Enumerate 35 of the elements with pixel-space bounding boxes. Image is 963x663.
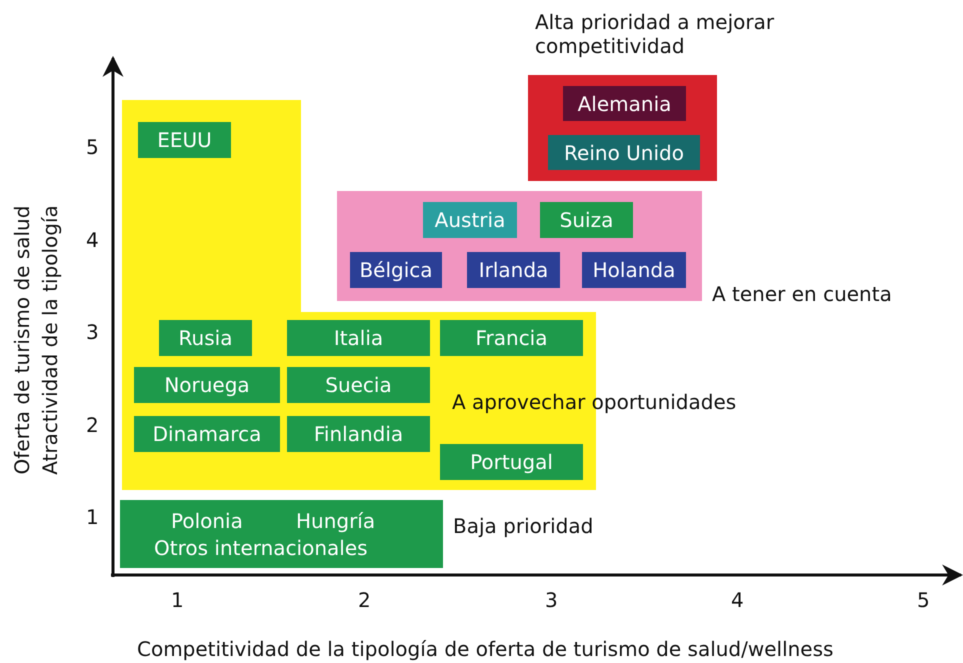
tick-label: 5 bbox=[86, 135, 99, 159]
country-label: Reino Unido bbox=[548, 135, 700, 170]
country-label: Bélgica bbox=[350, 252, 442, 288]
tick-label: 2 bbox=[86, 413, 99, 437]
country-name: Otros internacionales bbox=[154, 538, 368, 558]
tick-label: 2 bbox=[358, 588, 371, 612]
country-label: Austria bbox=[423, 202, 517, 238]
country-label: Italia bbox=[287, 320, 430, 356]
tick-label: 1 bbox=[171, 588, 184, 612]
tick-label: 4 bbox=[731, 588, 744, 612]
tick-label: 4 bbox=[86, 228, 99, 252]
country-label: Dinamarca bbox=[134, 416, 280, 452]
tick-label: 3 bbox=[86, 320, 99, 344]
country-label: EEUU bbox=[138, 122, 231, 158]
country-label: Finlandia bbox=[287, 416, 430, 452]
axis-title: Oferta de turismo de salud bbox=[10, 206, 34, 474]
country-label: Rusia bbox=[159, 320, 252, 356]
axis-title: Competitividad de la tipología de oferta de turismo de salud/wellness bbox=[137, 637, 834, 661]
country-name: Polonia bbox=[171, 511, 243, 531]
tick-label: 3 bbox=[545, 588, 558, 612]
axis-title: Atractividad de la tipología bbox=[38, 205, 62, 475]
country-label: Francia bbox=[440, 320, 583, 356]
country-label: Suecia bbox=[287, 367, 430, 403]
tick-label: 5 bbox=[917, 588, 930, 612]
country-name: Hungría bbox=[296, 511, 376, 531]
priority-label: A tener en cuenta bbox=[712, 282, 892, 306]
priority-label: Baja prioridad bbox=[453, 514, 594, 538]
country-label: Suiza bbox=[540, 202, 633, 238]
priority-label: Alta prioridad a mejorar competitividad bbox=[535, 10, 776, 58]
country-label: Alemania bbox=[563, 86, 686, 121]
country-label: Holanda bbox=[582, 252, 686, 288]
country-label: Irlanda bbox=[467, 252, 560, 288]
country-label: Noruega bbox=[134, 367, 280, 403]
country-label: Portugal bbox=[440, 444, 583, 480]
tick-label: 1 bbox=[86, 505, 99, 529]
